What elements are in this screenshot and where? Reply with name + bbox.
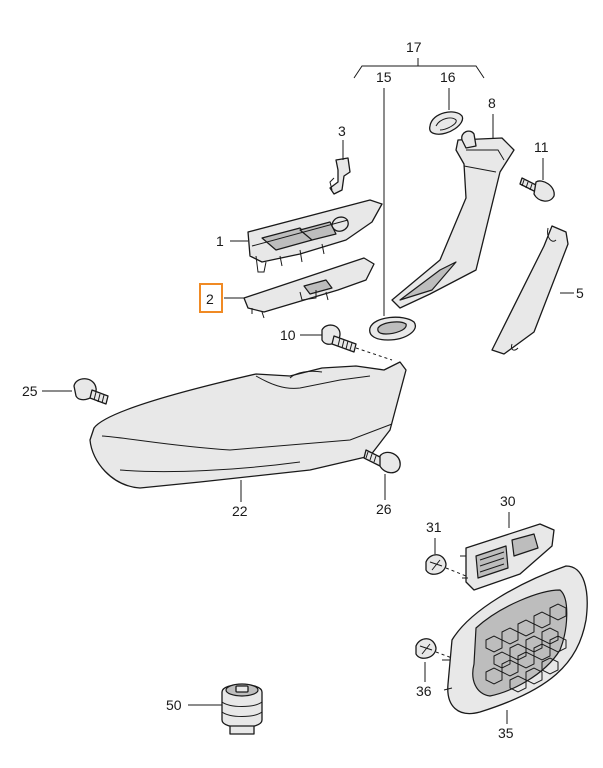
callout-3[interactable]: 3 — [338, 123, 346, 139]
callout-10[interactable]: 10 — [280, 327, 296, 343]
callout-30[interactable]: 30 — [500, 493, 516, 509]
leader-17-bracket — [353, 65, 485, 79]
callout-22[interactable]: 22 — [232, 503, 248, 519]
part-11-screw[interactable] — [519, 177, 555, 202]
callout-8[interactable]: 8 — [488, 95, 496, 111]
callout-17[interactable]: 17 — [406, 39, 422, 55]
callout-50[interactable]: 50 — [166, 697, 182, 713]
callout-11[interactable]: 11 — [534, 139, 549, 155]
part-15-grommet[interactable] — [369, 316, 416, 341]
part-16-seal[interactable] — [429, 111, 464, 135]
callout-16[interactable]: 16 — [440, 69, 456, 85]
honeycomb-pattern — [485, 603, 567, 693]
callout-35[interactable]: 35 — [498, 725, 514, 741]
callout-1[interactable]: 1 — [216, 233, 224, 249]
part-22-armrest[interactable] — [89, 361, 407, 489]
callout-36[interactable]: 36 — [416, 683, 432, 699]
leader-36-dashed — [435, 651, 453, 659]
callout-25[interactable]: 25 — [22, 383, 38, 399]
leader-31-dashed — [445, 567, 467, 577]
highlight-box-2 — [199, 283, 223, 313]
callout-26[interactable]: 26 — [376, 501, 392, 517]
part-31-clip[interactable] — [425, 554, 447, 575]
part-5-trim-strip[interactable] — [491, 225, 569, 355]
part-50-lock-cylinder[interactable] — [221, 683, 263, 735]
leader-10-dashed — [355, 347, 393, 361]
callout-31[interactable]: 31 — [426, 519, 442, 535]
part-25-screw[interactable] — [73, 378, 109, 405]
part-35-grille-large[interactable] — [442, 565, 588, 715]
part-3-bracket[interactable] — [329, 157, 351, 195]
callout-5[interactable]: 5 — [576, 285, 584, 301]
part-36-clip[interactable] — [415, 638, 437, 659]
part-30-grille-small[interactable] — [460, 523, 555, 591]
callout-2[interactable]: 2 — [206, 291, 214, 307]
part-1-switch-panel[interactable] — [247, 199, 383, 273]
part-8-pull-handle[interactable] — [391, 130, 515, 309]
part-26-screw[interactable] — [363, 449, 401, 474]
part-2-switch-cover[interactable] — [243, 257, 375, 319]
callout-15[interactable]: 15 — [376, 69, 392, 85]
part-10-screw[interactable] — [321, 324, 357, 353]
